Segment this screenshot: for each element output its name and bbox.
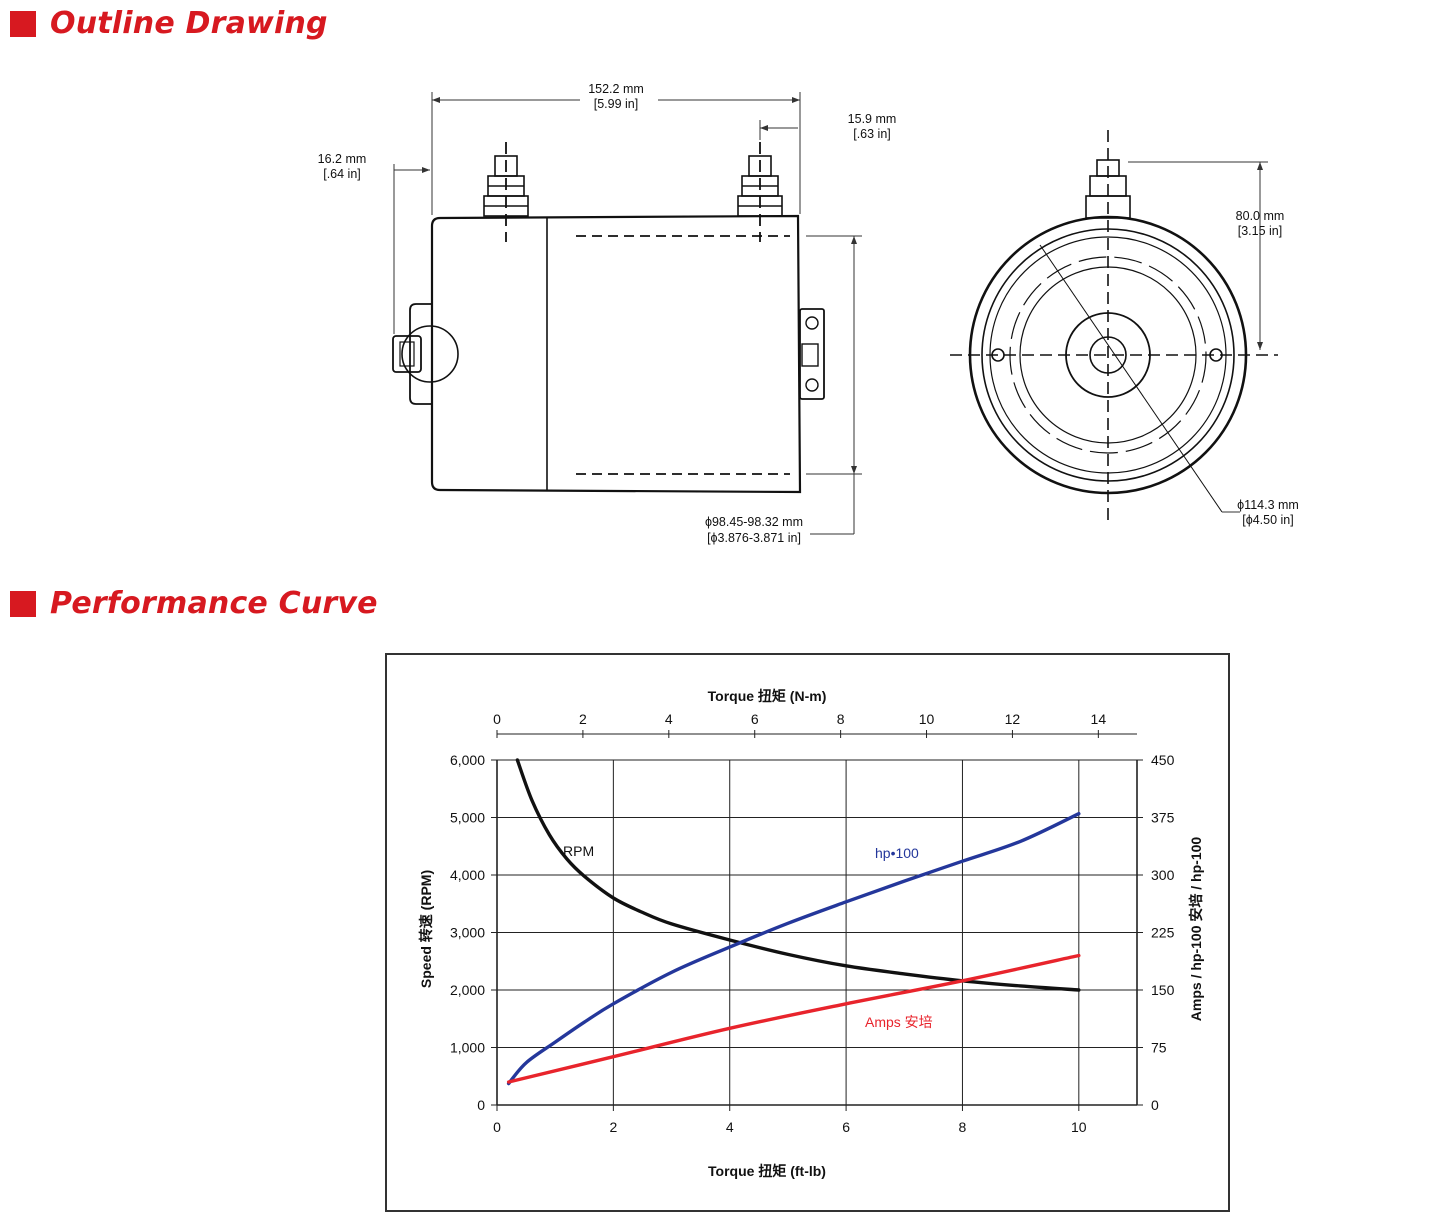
x-bottom-tick-label: 8 bbox=[959, 1119, 967, 1135]
y-left-axis-label: Speed 转速 (RPM) bbox=[418, 870, 434, 988]
x-top-tick-label: 8 bbox=[837, 711, 845, 727]
dim-offset-right-mm: 15.9 mm bbox=[848, 112, 897, 126]
dim-body-dia-in: [ϕ3.876-3.871 in] bbox=[707, 531, 801, 545]
x-bottom-tick-label: 2 bbox=[609, 1119, 617, 1135]
y-right-tick-label: 150 bbox=[1151, 982, 1175, 998]
dim-outer-dia-mm: ϕ114.3 mm bbox=[1237, 498, 1299, 512]
red-square-icon bbox=[10, 10, 36, 37]
y-left-tick-label: 2,000 bbox=[450, 982, 485, 998]
x-top-tick-label: 6 bbox=[751, 711, 759, 727]
left-shaft-end bbox=[392, 335, 422, 373]
y-left-tick-label: 0 bbox=[477, 1097, 485, 1113]
x-top-tick-label: 10 bbox=[919, 711, 935, 727]
x-top-tick-label: 14 bbox=[1091, 711, 1107, 727]
x-bottom-axis-label: Torque 扭矩 (ft-lb) bbox=[708, 1163, 826, 1179]
dim-offset-right-in: [.63 in] bbox=[853, 127, 891, 141]
outline-drawing: 152.2 mm [5.99 in] 15.9 mm [.63 in] 16.2… bbox=[318, 82, 1299, 545]
y-right-tick-label: 225 bbox=[1151, 925, 1175, 941]
outline-drawing-heading: Outline Drawing bbox=[10, 6, 328, 41]
hp-series-label: hp•100 bbox=[875, 845, 919, 861]
dim-body-dia-mm: ϕ98.45-98.32 mm bbox=[705, 515, 803, 529]
y-right-axis-label: Amps / hp-100 安培 / hp-100 bbox=[1188, 837, 1204, 1022]
x-top-tick-label: 0 bbox=[493, 711, 501, 727]
dim-length-in: [5.99 in] bbox=[594, 97, 638, 111]
dim-offset-left-mm: 16.2 mm bbox=[318, 152, 367, 166]
chart-series bbox=[506, 758, 1081, 1086]
amps-curve bbox=[506, 953, 1081, 1084]
dim-height-mm: 80.0 mm bbox=[1236, 209, 1285, 223]
dim-length-mm: 152.2 mm bbox=[588, 82, 644, 96]
dim-outer-dia-in: [ϕ4.50 in] bbox=[1242, 513, 1293, 527]
red-square-icon bbox=[10, 590, 36, 617]
performance-curve-title: Performance Curve bbox=[50, 586, 378, 621]
y-left-tick-label: 1,000 bbox=[450, 1040, 485, 1056]
rpm-series-label: RPM bbox=[563, 843, 594, 859]
dim-offset-left-in: [.64 in] bbox=[323, 167, 361, 181]
amps-series-label: Amps 安培 bbox=[865, 1014, 933, 1030]
y-right-tick-label: 75 bbox=[1151, 1040, 1167, 1056]
outline-drawing-title: Outline Drawing bbox=[50, 6, 328, 41]
y-left-tick-label: 4,000 bbox=[450, 867, 485, 883]
x-bottom-tick-label: 6 bbox=[842, 1119, 850, 1135]
x-bottom-tick-label: 10 bbox=[1071, 1119, 1087, 1135]
left-bearing-circle bbox=[401, 325, 459, 383]
x-top-tick-label: 12 bbox=[1005, 711, 1021, 727]
y-left-tick-label: 3,000 bbox=[450, 925, 485, 941]
y-right-tick-label: 0 bbox=[1151, 1097, 1159, 1113]
motor-body-outline bbox=[430, 214, 802, 494]
end-view bbox=[950, 130, 1278, 524]
performance-curve-heading: Performance Curve bbox=[10, 586, 378, 621]
hp-curve bbox=[506, 811, 1081, 1086]
y-right-tick-label: 300 bbox=[1151, 867, 1175, 883]
x-top-tick-label: 4 bbox=[665, 711, 673, 727]
y-left-tick-label: 5,000 bbox=[450, 810, 485, 826]
left-bearing-cap bbox=[409, 303, 432, 405]
x-top-axis-label: Torque 扭矩 (N-m) bbox=[708, 688, 827, 704]
x-bottom-tick-label: 4 bbox=[726, 1119, 734, 1135]
rpm-curve bbox=[515, 758, 1081, 992]
y-right-tick-label: 375 bbox=[1151, 810, 1175, 826]
right-bearing bbox=[799, 308, 825, 400]
x-bottom-tick-label: 0 bbox=[493, 1119, 501, 1135]
y-left-tick-label: 6,000 bbox=[450, 752, 485, 768]
dim-height-in: [3.15 in] bbox=[1238, 224, 1282, 238]
x-top-tick-label: 2 bbox=[579, 711, 587, 727]
y-right-tick-label: 450 bbox=[1151, 752, 1175, 768]
